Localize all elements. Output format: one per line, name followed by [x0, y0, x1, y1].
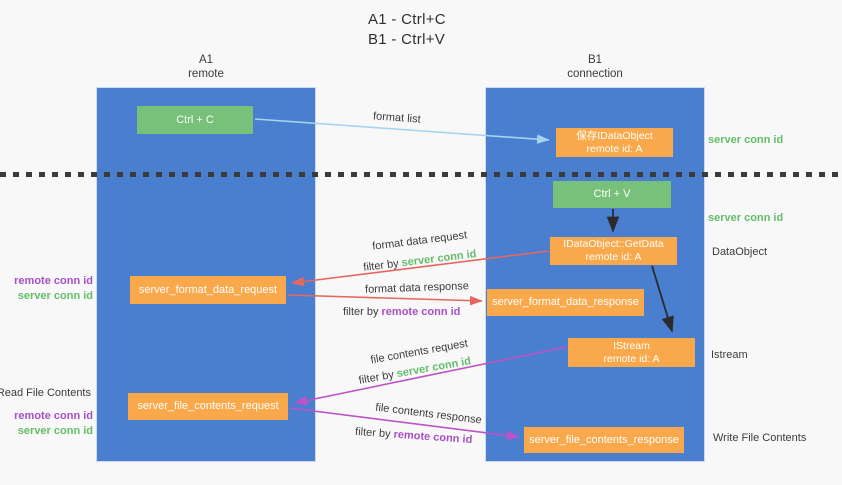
server-conn-id-text: server conn id [708, 134, 784, 146]
server-conn-id-right-top: server conn id [708, 134, 783, 146]
ctrl-c-node: Ctrl + C [137, 106, 253, 134]
lifeline-a1-subtitle: remote [188, 68, 224, 80]
istream-side-label: Istream [711, 349, 748, 361]
arrow-format-data-request [291, 250, 550, 287]
ctrl-v-node: Ctrl + V [553, 181, 671, 208]
filter-by-text: filter by [354, 425, 391, 441]
diagram-title: A1 - Ctrl+C B1 - Ctrl+V [368, 10, 446, 50]
server-conn-id-right-mid: server conn id [708, 212, 783, 224]
arrow-format-list [254, 118, 550, 144]
save-idataobject-line2: remote id: A [586, 142, 643, 155]
ctrl-c-label: Ctrl + C [176, 113, 214, 126]
filter-by-text: filter by [343, 306, 379, 318]
istream-text: Istream [711, 349, 748, 361]
server-format-data-response-node: server_format_data_response [487, 289, 644, 316]
istream-node: IStream remote id: A [568, 338, 695, 367]
lifeline-b1-header: B1 connection [535, 53, 655, 81]
server-format-data-response-label: server_format_data_response [492, 296, 639, 308]
server-file-contents-response-node: server_file_contents_response [524, 427, 684, 453]
dataobject-text: DataObject [712, 246, 768, 258]
title-line-a1: A1 - Ctrl+C [368, 11, 446, 28]
lifeline-b1-subtitle: connection [567, 68, 623, 80]
save-idataobject-line1: 保存IDataObject [576, 129, 653, 142]
istream-line1: IStream [613, 339, 650, 352]
title-line-b1: B1 - Ctrl+V [368, 31, 446, 48]
arrow-getdata-to-istream [651, 265, 674, 333]
left-conn-id-labels-bottom: remote conn id server conn id [14, 409, 93, 439]
server-file-contents-request-node: server_file_contents_request [128, 393, 288, 420]
lifeline-a1-header: A1 remote [146, 53, 266, 81]
getdata-line1: IDataObject::GetData [563, 238, 664, 250]
server-format-data-request-node: server_format_data_request [130, 276, 286, 304]
arrow-format-data-response [287, 294, 483, 306]
write-file-contents-text: Write File Contents [713, 432, 807, 444]
istream-line2: remote id: A [603, 352, 660, 365]
arrow-file-contents-request [294, 346, 567, 406]
format-data-response-filter-label: filter by remote conn id [343, 306, 460, 318]
dataobject-label: DataObject [712, 246, 767, 258]
remote-conn-id-text: remote conn id [381, 306, 461, 318]
left-conn-id-labels-top: remote conn id server conn id [14, 274, 93, 304]
read-file-contents-text: Read File Contents [0, 387, 91, 399]
getdata-line2: remote id: A [585, 251, 642, 263]
server-file-contents-request-label: server_file_contents_request [137, 400, 279, 412]
ctrl-v-label: Ctrl + V [593, 188, 631, 200]
server-conn-id-left-top: server conn id [17, 290, 93, 302]
remote-conn-id-left-top: remote conn id [14, 275, 93, 287]
server-file-contents-response-label: server_file_contents_response [529, 433, 679, 446]
server-conn-id-text: server conn id [708, 212, 784, 224]
idataobject-getdata-node: IDataObject::GetData remote id: A [550, 237, 677, 265]
dotted-divider-line [0, 172, 842, 177]
lifeline-a1-name: A1 [198, 54, 214, 66]
server-format-data-request-label: server_format_data_request [138, 283, 278, 296]
save-idataobject-node: 保存IDataObject remote id: A [556, 128, 673, 157]
read-file-contents-label: Read File Contents [0, 387, 91, 399]
lifeline-b1-name: B1 [587, 54, 603, 66]
write-file-contents-label: Write File Contents [713, 432, 806, 444]
remote-conn-id-left-bottom: remote conn id [14, 410, 93, 422]
arrow-file-contents-response [289, 407, 520, 441]
server-conn-id-left-bottom: server conn id [17, 425, 93, 437]
